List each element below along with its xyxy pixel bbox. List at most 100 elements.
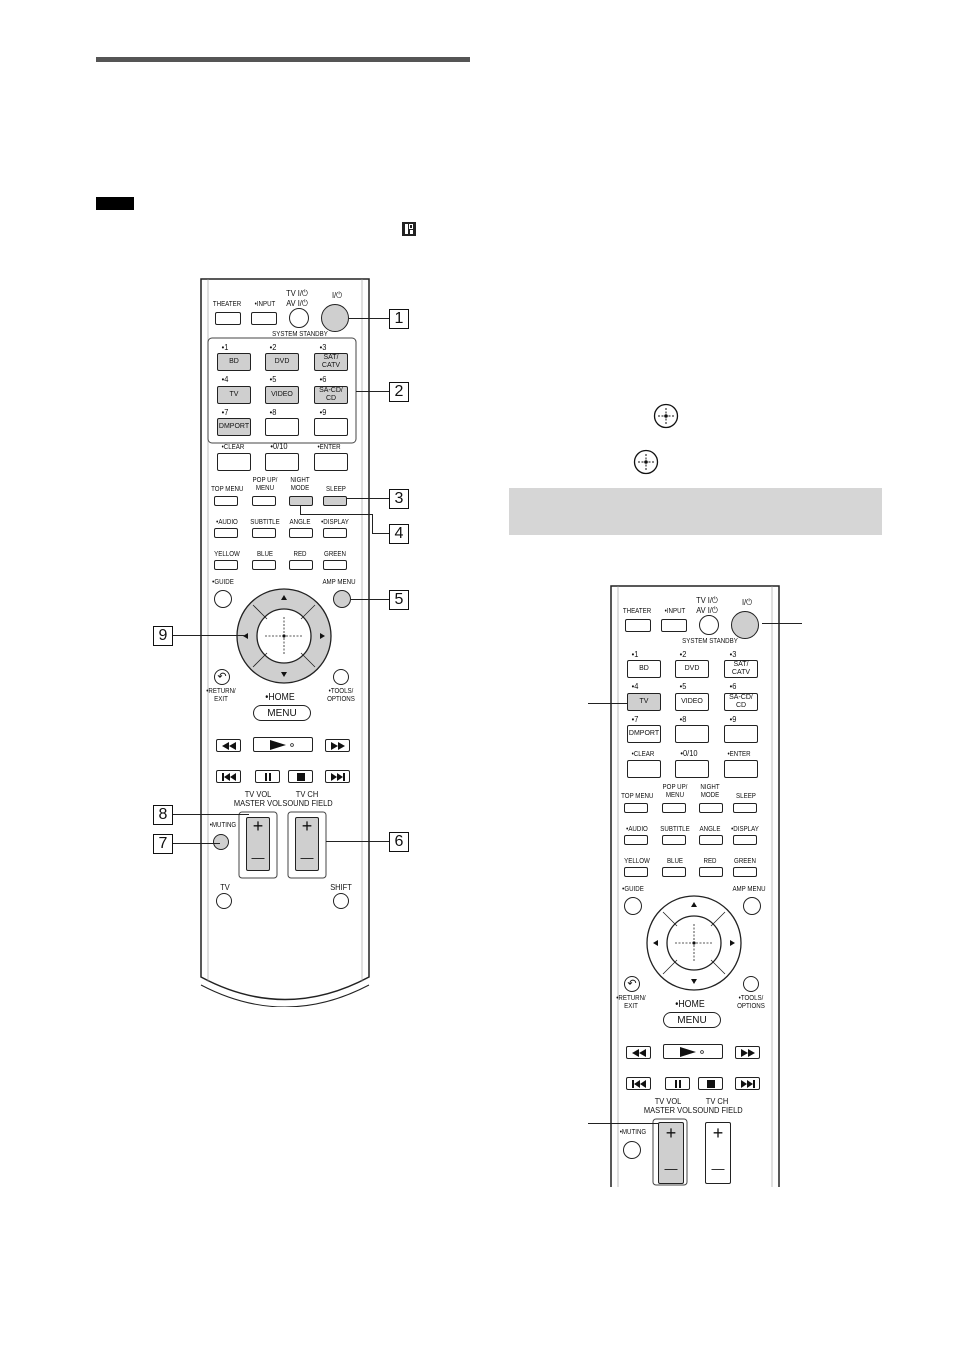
callout-leader <box>173 635 245 637</box>
stop-button[interactable] <box>698 1077 723 1090</box>
system-power-label: I/⏻ <box>331 290 343 300</box>
night-mode-button[interactable] <box>289 496 313 506</box>
home-label: •HOME <box>265 692 295 703</box>
display-button[interactable] <box>733 835 757 845</box>
popup-menu-button[interactable] <box>252 496 276 506</box>
video-button[interactable]: VIDEO <box>675 693 709 711</box>
blue-button[interactable] <box>662 867 686 877</box>
blue-button[interactable] <box>252 560 276 570</box>
digit-0-button[interactable] <box>265 453 299 471</box>
subtitle-button[interactable] <box>662 835 686 845</box>
tv-input-button[interactable]: TV <box>627 693 661 711</box>
digit-9-button[interactable] <box>724 725 758 743</box>
guide-button[interactable] <box>214 590 232 608</box>
tv-input-button[interactable]: TV <box>217 386 251 404</box>
video-button[interactable]: VIDEO <box>265 386 299 404</box>
shift-button[interactable] <box>333 893 349 909</box>
master-volume-rocker[interactable] <box>658 1122 684 1184</box>
green-label: GREEN <box>324 551 346 558</box>
audio-button[interactable] <box>214 528 238 538</box>
pause-button[interactable] <box>255 770 280 783</box>
dmport-button[interactable]: DMPORT <box>217 418 251 436</box>
night-mode-button[interactable] <box>699 803 723 813</box>
sat-catv-button[interactable]: SAT/ CATV <box>314 353 348 371</box>
enter-button[interactable] <box>724 760 758 778</box>
sound-field-rocker[interactable] <box>295 817 319 871</box>
av-power-button[interactable] <box>289 308 309 328</box>
muting-button[interactable] <box>213 834 229 850</box>
sleep-button[interactable] <box>733 803 757 813</box>
bd-button[interactable]: BD <box>217 353 251 371</box>
pause-icon <box>674 1079 681 1088</box>
rewind-button[interactable] <box>626 1046 651 1059</box>
sleep-button[interactable] <box>323 496 347 506</box>
yellow-button[interactable] <box>214 560 238 570</box>
callout-1: 1 <box>389 309 409 329</box>
next-button[interactable] <box>735 1077 760 1090</box>
home-menu-button[interactable]: MENU <box>663 1012 721 1028</box>
angle-button[interactable] <box>699 835 723 845</box>
digit-0-button[interactable] <box>675 760 709 778</box>
bd-button[interactable]: BD <box>627 660 661 678</box>
system-power-button[interactable] <box>731 611 759 639</box>
top-menu-button[interactable] <box>624 803 648 813</box>
master-volume-rocker[interactable] <box>246 817 270 871</box>
volume-down-icon: — <box>664 1161 678 1176</box>
popup-menu-button[interactable] <box>662 803 686 813</box>
sat-catv-button[interactable]: SAT/ CATV <box>724 660 758 678</box>
previous-button[interactable] <box>216 770 241 783</box>
pause-button[interactable] <box>665 1077 690 1090</box>
red-button[interactable] <box>289 560 313 570</box>
return-button[interactable] <box>624 976 640 992</box>
amp-menu-button[interactable] <box>743 897 761 915</box>
input-label: •INPUT <box>254 301 276 308</box>
digit-8-button[interactable] <box>675 725 709 743</box>
audio-button[interactable] <box>624 835 648 845</box>
subtitle-button[interactable] <box>252 528 276 538</box>
sound-field-rocker[interactable] <box>705 1122 731 1184</box>
remote-control-right: THEATER •INPUT TV I/⏻ AV I/⏻ I/⏻ SYSTEM … <box>609 584 781 1187</box>
system-power-button[interactable] <box>321 304 349 332</box>
clear-button[interactable] <box>627 760 661 778</box>
return-button[interactable] <box>214 669 230 685</box>
home-menu-button[interactable]: MENU <box>253 705 311 721</box>
green-button[interactable] <box>733 867 757 877</box>
sacd-cd-button[interactable]: SA-CD/ CD <box>314 386 348 404</box>
rewind-button[interactable] <box>216 739 241 752</box>
night-mode-label: NIGHT MODE <box>290 477 310 492</box>
digit-9-button[interactable] <box>314 418 348 436</box>
input-button[interactable] <box>251 312 277 325</box>
play-button[interactable] <box>253 737 313 752</box>
dvd-button[interactable]: DVD <box>265 353 299 371</box>
red-button[interactable] <box>699 867 723 877</box>
digit-8-button[interactable] <box>265 418 299 436</box>
tools-button[interactable] <box>743 976 759 992</box>
theater-button[interactable] <box>215 312 241 325</box>
sacd-cd-button[interactable]: SA-CD/ CD <box>724 693 758 711</box>
av-power-button[interactable] <box>699 615 719 635</box>
input-button[interactable] <box>661 619 687 632</box>
muting-button[interactable] <box>623 1141 641 1159</box>
previous-button[interactable] <box>626 1077 651 1090</box>
angle-button[interactable] <box>289 528 313 538</box>
display-button[interactable] <box>323 528 347 538</box>
stop-button[interactable] <box>288 770 313 783</box>
next-button[interactable] <box>325 770 350 783</box>
fast-forward-button[interactable] <box>735 1046 760 1059</box>
dvd-button[interactable]: DVD <box>675 660 709 678</box>
pause-icon <box>264 772 271 781</box>
tools-button[interactable] <box>333 669 349 685</box>
top-menu-button[interactable] <box>214 496 238 506</box>
yellow-button[interactable] <box>624 867 648 877</box>
green-button[interactable] <box>323 560 347 570</box>
clear-button[interactable] <box>217 453 251 471</box>
tv-button[interactable] <box>216 893 232 909</box>
enter-button[interactable] <box>314 453 348 471</box>
sound-field-label: SOUND FIELD <box>282 798 333 808</box>
theater-button[interactable] <box>625 619 651 632</box>
guide-button[interactable] <box>624 897 642 915</box>
play-button[interactable] <box>663 1044 723 1059</box>
fast-forward-button[interactable] <box>325 739 350 752</box>
dmport-button[interactable]: DMPORT <box>627 725 661 743</box>
amp-menu-button[interactable] <box>333 590 351 608</box>
